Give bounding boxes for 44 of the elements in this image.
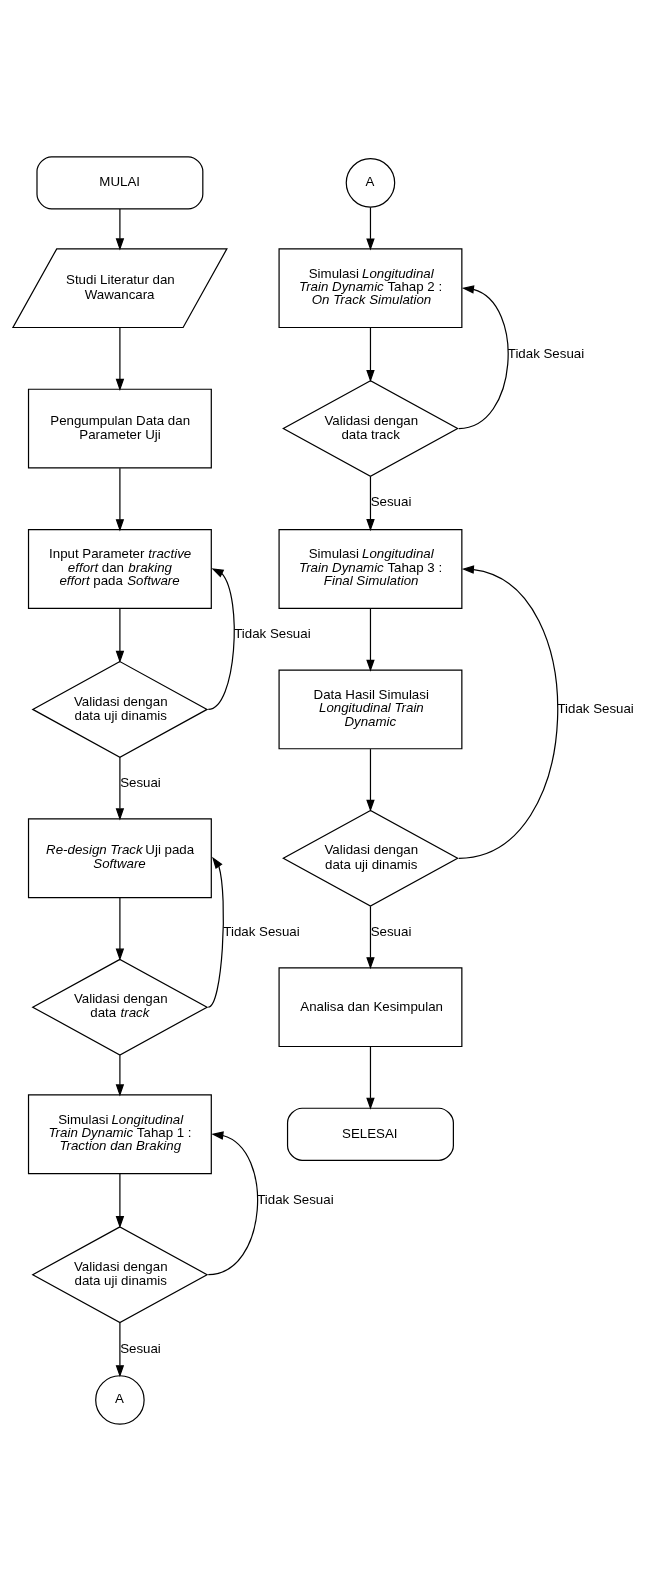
node-box: Simulasi Longitudinal Train Dynamic Tahap 3 : Final Simulation bbox=[278, 528, 463, 609]
edge-label: Sesuai bbox=[370, 493, 412, 509]
node-box: Input Parameter tractive effort dan braking effort pada Software bbox=[27, 528, 212, 609]
arrow bbox=[207, 856, 224, 1008]
node-box: Pengumpulan Data dan Parameter Uji bbox=[27, 388, 212, 469]
node-diamond: Validasi dengan data uji dinamis bbox=[31, 1225, 209, 1323]
arrow bbox=[115, 326, 125, 391]
arrow bbox=[115, 1054, 125, 1096]
arrow bbox=[366, 1045, 375, 1110]
node-diamond: Validasi dengan data uji dinamis bbox=[31, 660, 209, 758]
arrow bbox=[115, 1321, 125, 1377]
node-box: Re-design Track Uji pada Software bbox=[27, 817, 212, 898]
arrow bbox=[366, 326, 375, 382]
node-circle: A bbox=[345, 157, 396, 208]
arrow bbox=[366, 905, 375, 969]
node-box: SELESAI bbox=[286, 1107, 454, 1161]
node-diamond: Validasi dengan data uji dinamis bbox=[282, 809, 459, 907]
arrow bbox=[115, 756, 125, 820]
edge-label: Sesuai bbox=[120, 1340, 161, 1355]
node-diamond: Validasi dengan data track bbox=[31, 958, 209, 1056]
arrow bbox=[115, 1172, 125, 1228]
node-box: Simulasi Longitudinal Train Dynamic Tahap 1 : Traction dan Braking bbox=[27, 1093, 212, 1174]
node-box: MULAI bbox=[36, 155, 204, 209]
arrow bbox=[458, 284, 509, 429]
arrow bbox=[207, 567, 235, 710]
arrow bbox=[366, 206, 375, 251]
arrow bbox=[115, 896, 125, 961]
edge-label: Tidak Sesuai bbox=[257, 1191, 334, 1207]
arrow bbox=[115, 607, 125, 663]
edge-label: Sesuai bbox=[370, 923, 412, 939]
edge-label: Tidak Sesuai bbox=[223, 923, 300, 939]
node-diamond: Validasi dengan data track bbox=[282, 379, 459, 477]
arrow bbox=[458, 564, 559, 859]
arrow bbox=[366, 748, 375, 812]
node-circle: A bbox=[95, 1374, 145, 1425]
arrow bbox=[207, 1130, 258, 1275]
node-box: Data Hasil Simulasi Longitudinal Train Dynamic bbox=[278, 668, 463, 749]
arrow bbox=[366, 607, 375, 672]
edge-label: Sesuai bbox=[120, 774, 161, 790]
node-box: Simulasi Longitudinal Train Dynamic Tahap 2 : On Track Simulation bbox=[278, 247, 463, 328]
arrow bbox=[115, 207, 125, 250]
node-box: Analisa dan Kesimpulan bbox=[278, 966, 463, 1047]
arrow bbox=[366, 475, 375, 531]
arrow bbox=[115, 467, 125, 531]
